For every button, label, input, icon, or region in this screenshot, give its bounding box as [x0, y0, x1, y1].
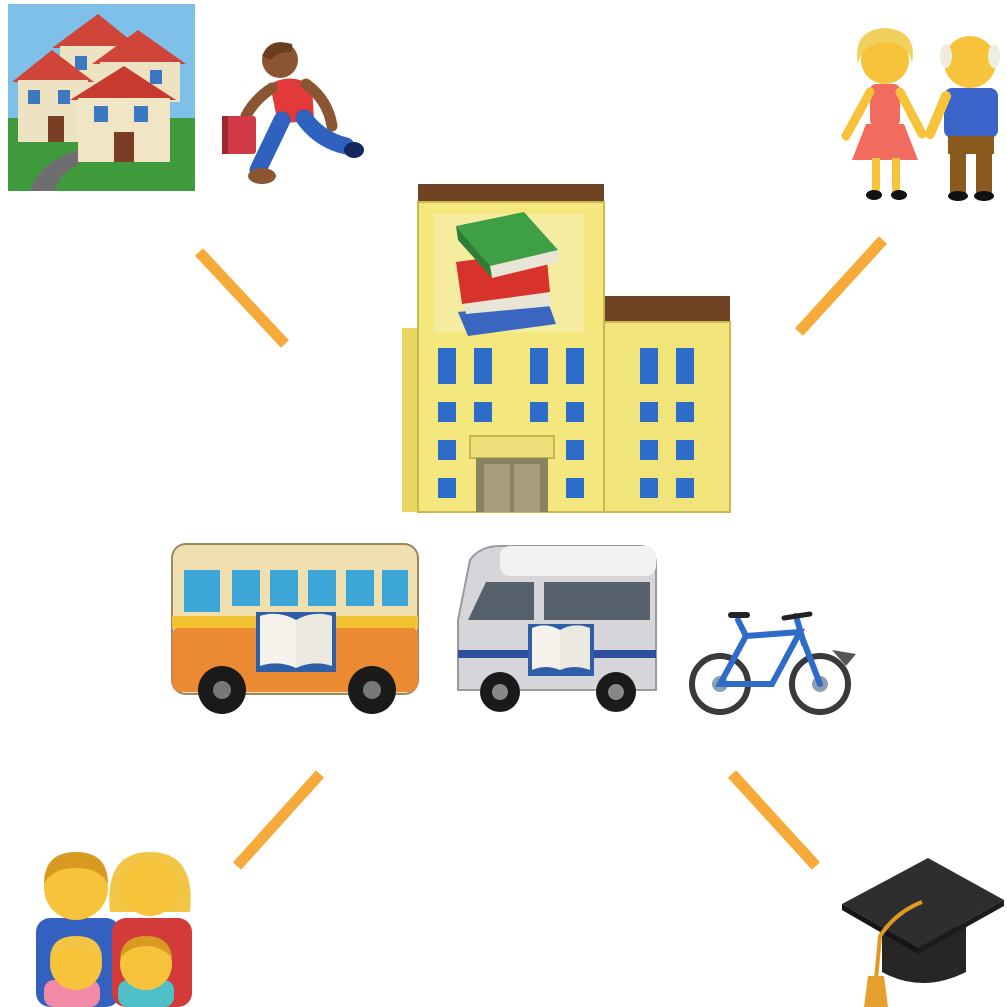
stacked-books-icon — [456, 212, 558, 336]
connector-bottom-right — [727, 770, 821, 870]
library-van-icon — [457, 545, 657, 712]
family-icon — [36, 852, 192, 1007]
connectors — [194, 236, 888, 870]
connector-top-right — [794, 236, 888, 336]
library-building-icon — [402, 184, 731, 513]
library-windows — [438, 348, 694, 498]
elderly-couple-icon — [841, 28, 1000, 201]
child-running-with-book-icon — [222, 42, 364, 184]
library-bus-icon — [171, 543, 419, 714]
bicycle-icon — [689, 611, 856, 715]
connector-top-left — [194, 248, 290, 348]
houses-icon — [8, 4, 195, 191]
connector-bottom-left — [232, 770, 325, 870]
graduation-cap-icon — [842, 858, 1004, 1007]
